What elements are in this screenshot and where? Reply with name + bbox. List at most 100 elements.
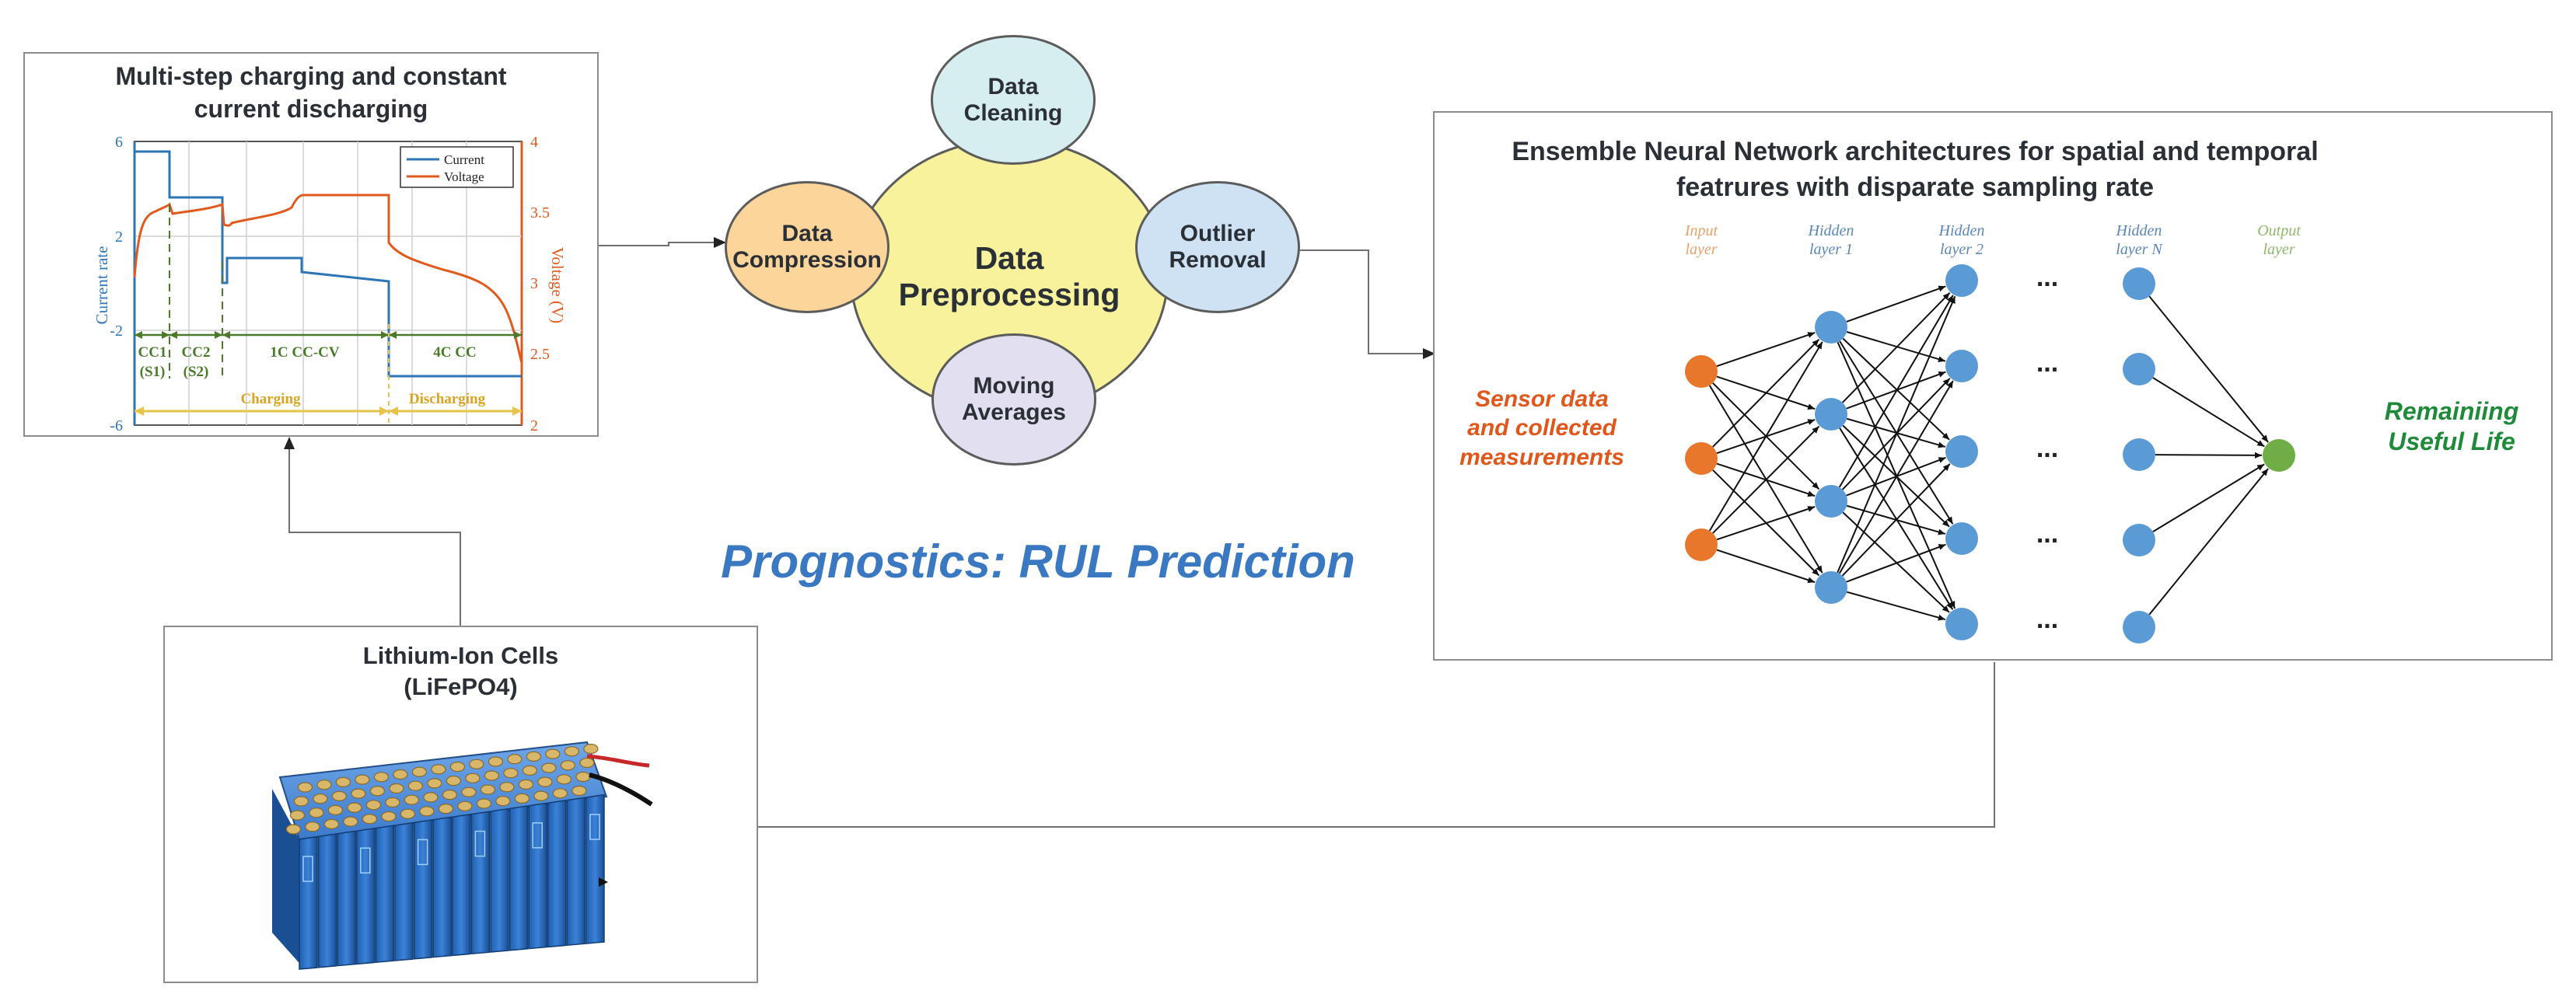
outlier-removal-circle: Outlier Removal <box>1135 181 1300 313</box>
charging-label: Charging <box>240 391 301 407</box>
hiddenN-label-1: Hidden <box>2116 222 2162 239</box>
ellipsis-row4: ... <box>2036 519 2058 549</box>
charging-title-line1: Multi-step charging and constant <box>115 62 507 90</box>
battery-cell <box>452 813 471 957</box>
battery-terminal <box>476 798 491 809</box>
preprocessing-line2: Preprocessing <box>898 277 1120 312</box>
battery-terminal <box>537 776 553 787</box>
battery-terminal <box>351 788 366 799</box>
data-cleaning-circle: Data Cleaning <box>931 35 1096 165</box>
rul-label-2: Useful Life <box>2388 427 2515 455</box>
battery-terminal <box>564 746 580 757</box>
battery-title-line1: Lithium-Ion Cells <box>362 642 559 669</box>
hidden2-node <box>1945 435 1978 468</box>
cleaning-line1: Data <box>987 73 1039 99</box>
nn-connection <box>2152 377 2265 448</box>
right-tick-3: 3 <box>530 275 538 292</box>
phase-s1: (S1) <box>140 364 166 380</box>
hiddenN-node <box>2123 438 2155 471</box>
battery-terminal <box>431 764 446 775</box>
cleaning-line2: Cleaning <box>963 99 1063 126</box>
nn-connection <box>1846 543 1946 583</box>
battery-terminal <box>495 796 511 807</box>
battery-terminal <box>400 808 415 819</box>
arrow-battery-to-chart <box>288 447 461 626</box>
battery-terminal <box>583 743 599 755</box>
y-right-label: Voltage (V) <box>548 247 567 323</box>
nn-connection <box>1841 292 1951 403</box>
left-tick-6: 6 <box>115 134 123 151</box>
nn-connection <box>1837 295 1956 574</box>
neural-network-diagram: Input layer Hidden layer 1 Hidden layer … <box>1459 222 2518 644</box>
ellipsis-row1: ... <box>2036 263 2058 292</box>
phase-cc2: CC2 <box>182 344 211 361</box>
battery-terminal <box>575 771 591 783</box>
sensor-label-1: Sensor data <box>1475 386 1609 412</box>
battery-terminal <box>545 748 561 759</box>
battery-terminal <box>404 794 419 805</box>
input-layer-label-2: layer <box>1685 241 1717 258</box>
outlier-line2: Removal <box>1169 247 1267 273</box>
battery-terminal <box>442 790 457 800</box>
battery-terminal <box>331 790 347 801</box>
hiddenN-node <box>2123 524 2155 556</box>
phase-s2: (S2) <box>184 364 209 380</box>
cell-label-plate <box>417 839 428 866</box>
right-tick-3-5: 3.5 <box>530 204 550 221</box>
battery-terminal <box>355 774 370 785</box>
hiddenN-node <box>2123 353 2155 385</box>
network-title-line1: Ensemble Neural Network architectures fo… <box>1512 137 2319 166</box>
battery-terminal <box>335 776 351 787</box>
battery-cell <box>566 797 586 947</box>
discharging-label: Discharging <box>409 391 486 407</box>
battery-terminal <box>362 814 377 825</box>
battery-terminal <box>541 762 557 773</box>
right-tick-2-5: 2.5 <box>530 346 550 363</box>
battery-terminal <box>488 756 503 767</box>
input-layer-label-1: Input <box>1684 222 1718 239</box>
cell-label-plate <box>302 856 313 882</box>
battery-terminal <box>297 782 313 793</box>
input-node <box>1685 442 1718 475</box>
battery-terminal <box>522 765 537 776</box>
battery-cell <box>375 825 395 964</box>
nn-connection <box>1846 417 1946 448</box>
battery-terminal <box>461 787 477 797</box>
output-node <box>2263 439 2295 472</box>
battery-terminal <box>446 776 461 787</box>
battery-terminal <box>469 759 484 769</box>
battery-terminal <box>365 800 381 811</box>
battery-terminal <box>514 793 530 804</box>
battery-terminal <box>560 760 576 771</box>
cell-label-plate <box>360 847 371 874</box>
nn-connection <box>1838 380 1954 574</box>
right-tick-2: 2 <box>530 417 538 434</box>
battery-terminal <box>369 786 385 797</box>
battery-cell <box>356 827 376 965</box>
hiddenN-node <box>2123 611 2155 644</box>
nn-connection <box>1708 341 1823 532</box>
left-tick-neg6: -6 <box>110 417 123 434</box>
battery-terminal <box>381 811 397 822</box>
cell-label-plate <box>532 822 543 849</box>
battery-terminal <box>419 806 435 817</box>
battery-terminal <box>347 802 362 813</box>
sensor-label-2: and collected <box>1467 415 1617 441</box>
battery-terminal <box>518 779 533 790</box>
hiddenN-node <box>2123 267 2155 300</box>
battery-terminal <box>427 778 442 789</box>
battery-terminal <box>373 772 389 783</box>
arrow-chart-to-preprocessing <box>599 242 715 246</box>
hidden2-node <box>1945 350 1978 382</box>
left-tick-neg2: -2 <box>110 323 123 340</box>
nn-connection <box>1838 295 1954 488</box>
prognostics-heading: Prognostics: RUL Prediction <box>721 535 1355 588</box>
nn-connection <box>1841 463 1951 577</box>
hidden1-label-1: Hidden <box>1808 222 1854 239</box>
battery-terminal <box>480 784 495 795</box>
nn-connection <box>1716 506 1816 541</box>
voltage-curve <box>133 194 523 364</box>
battery-terminal <box>484 770 499 781</box>
charging-chart: 6 2 -2 -6 4 3.5 3 2.5 2 Current rate Vol… <box>93 134 567 434</box>
